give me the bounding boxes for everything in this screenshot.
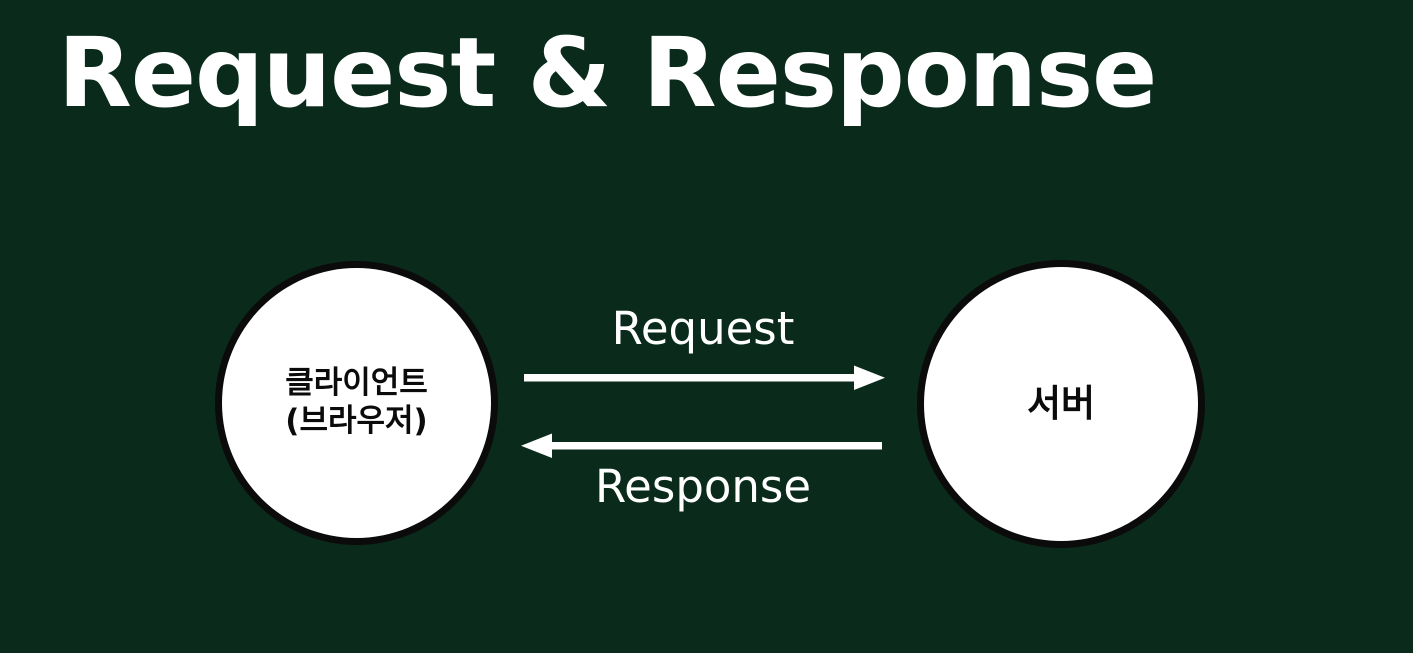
server-label-line1: 서버 <box>1026 382 1096 426</box>
diagram-node-client[interactable]: 클라이언트 (브라우저) <box>215 261 498 545</box>
request-arrow-icon <box>524 365 885 390</box>
response-arrow-label: Response <box>594 460 812 513</box>
diagram-node-server[interactable]: 서버 <box>917 260 1205 548</box>
page-title: Request & Response <box>58 17 1157 129</box>
request-arrow-label: Request <box>611 302 795 355</box>
client-label-line1: 클라이언트 <box>285 365 428 402</box>
response-arrow-icon <box>521 433 882 458</box>
client-label-line2: (브라우저) <box>285 403 428 439</box>
